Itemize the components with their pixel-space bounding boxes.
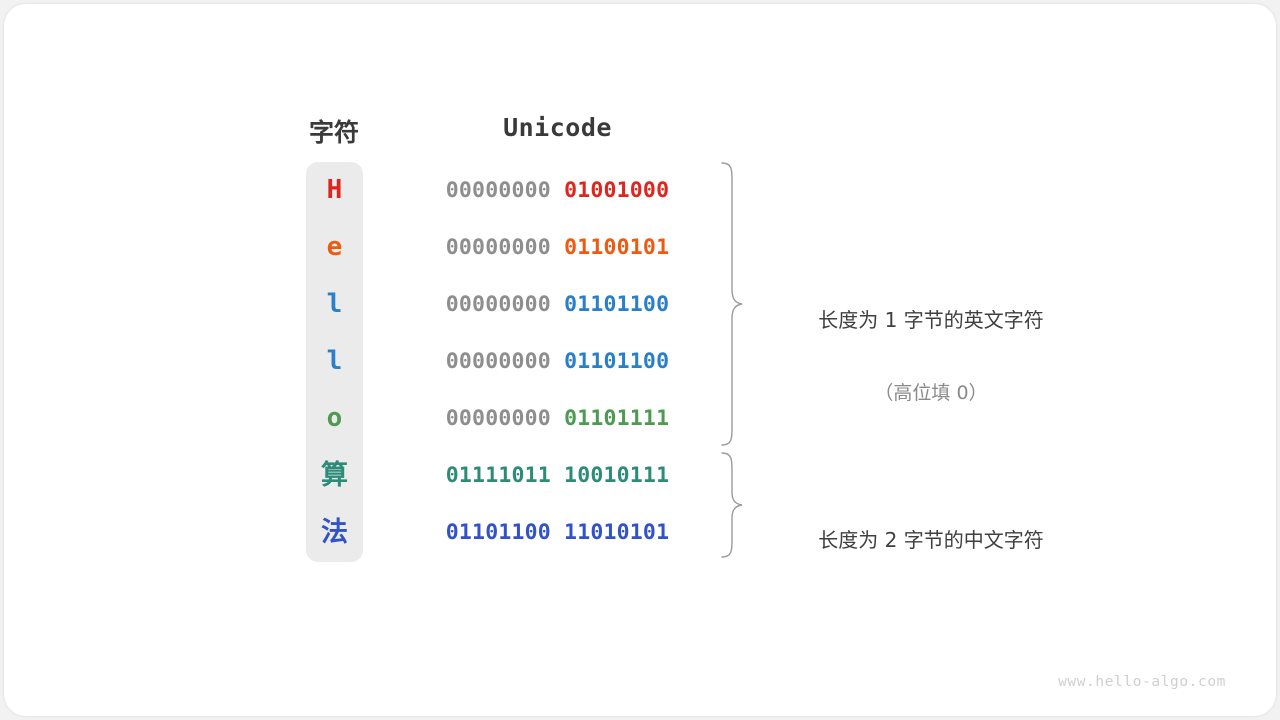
unicode-bits: 00000000 01101100: [432, 276, 683, 333]
character-glyph: 法: [321, 517, 348, 548]
character-glyph: o: [326, 403, 343, 433]
unicode-bits-high: 00000000: [445, 292, 565, 317]
unicode-bits: 00000000 01001000: [432, 162, 683, 219]
unicode-bits-low: 01100101: [564, 235, 670, 260]
unicode-bits-high: 00000000: [445, 235, 565, 260]
unicode-bits-low: 01101111: [564, 406, 670, 431]
unicode-bits-high: 00000000: [445, 349, 565, 374]
unicode-bits: 00000000 01101100: [432, 333, 683, 390]
table-row: l 00000000 01101100: [0, 333, 1280, 390]
table-row: l 00000000 01101100: [0, 276, 1280, 333]
unicode-bits-low: 01111011 10010111: [445, 463, 670, 488]
unicode-bits: 01101100 11010101: [432, 504, 683, 561]
annotation-two-byte: 长度为 2 字节的中文字符: [756, 484, 1106, 596]
unicode-bits-low: 01101100: [564, 349, 670, 374]
watermark: www.hello-algo.com: [1058, 674, 1226, 690]
annotation-one-byte-line1: 长度为 1 字节的英文字符: [818, 308, 1044, 332]
annotation-one-byte-line2: （高位填 0）: [874, 382, 988, 404]
column-header-character: 字符: [308, 119, 359, 147]
unicode-bits-high: 00000000: [445, 178, 565, 203]
brace-one-byte-group: [721, 162, 743, 446]
unicode-bits-low: 01101100: [564, 292, 670, 317]
table-row: 法 01101100 11010101: [0, 504, 1280, 561]
character-column-panel: [306, 162, 363, 562]
unicode-bits: 00000000 01101111: [432, 390, 683, 447]
brace-two-byte-group: [721, 452, 743, 558]
figure-card: [4, 4, 1276, 716]
table-row: o 00000000 01101111: [0, 390, 1280, 447]
column-header-unicode: Unicode: [503, 113, 612, 142]
character-glyph: l: [326, 289, 343, 319]
character-glyph: e: [326, 232, 343, 262]
character-glyph: 算: [321, 460, 348, 491]
table-row: e 00000000 01100101: [0, 219, 1280, 276]
unicode-bits: 01111011 10010111: [432, 447, 683, 504]
annotation-two-byte-line1: 长度为 2 字节的中文字符: [818, 528, 1044, 552]
unicode-bits-low: 01101100 11010101: [445, 520, 670, 545]
table-row: 算 01111011 10010111: [0, 447, 1280, 504]
character-glyph: H: [326, 175, 343, 205]
unicode-bits: 00000000 01100101: [432, 219, 683, 276]
table-row: H 00000000 01001000: [0, 162, 1280, 219]
character-glyph: l: [326, 346, 343, 376]
annotation-one-byte: 长度为 1 字节的英文字符 （高位填 0）: [756, 264, 1106, 448]
unicode-bits-high: 00000000: [445, 406, 565, 431]
unicode-bits-low: 01001000: [564, 178, 670, 203]
